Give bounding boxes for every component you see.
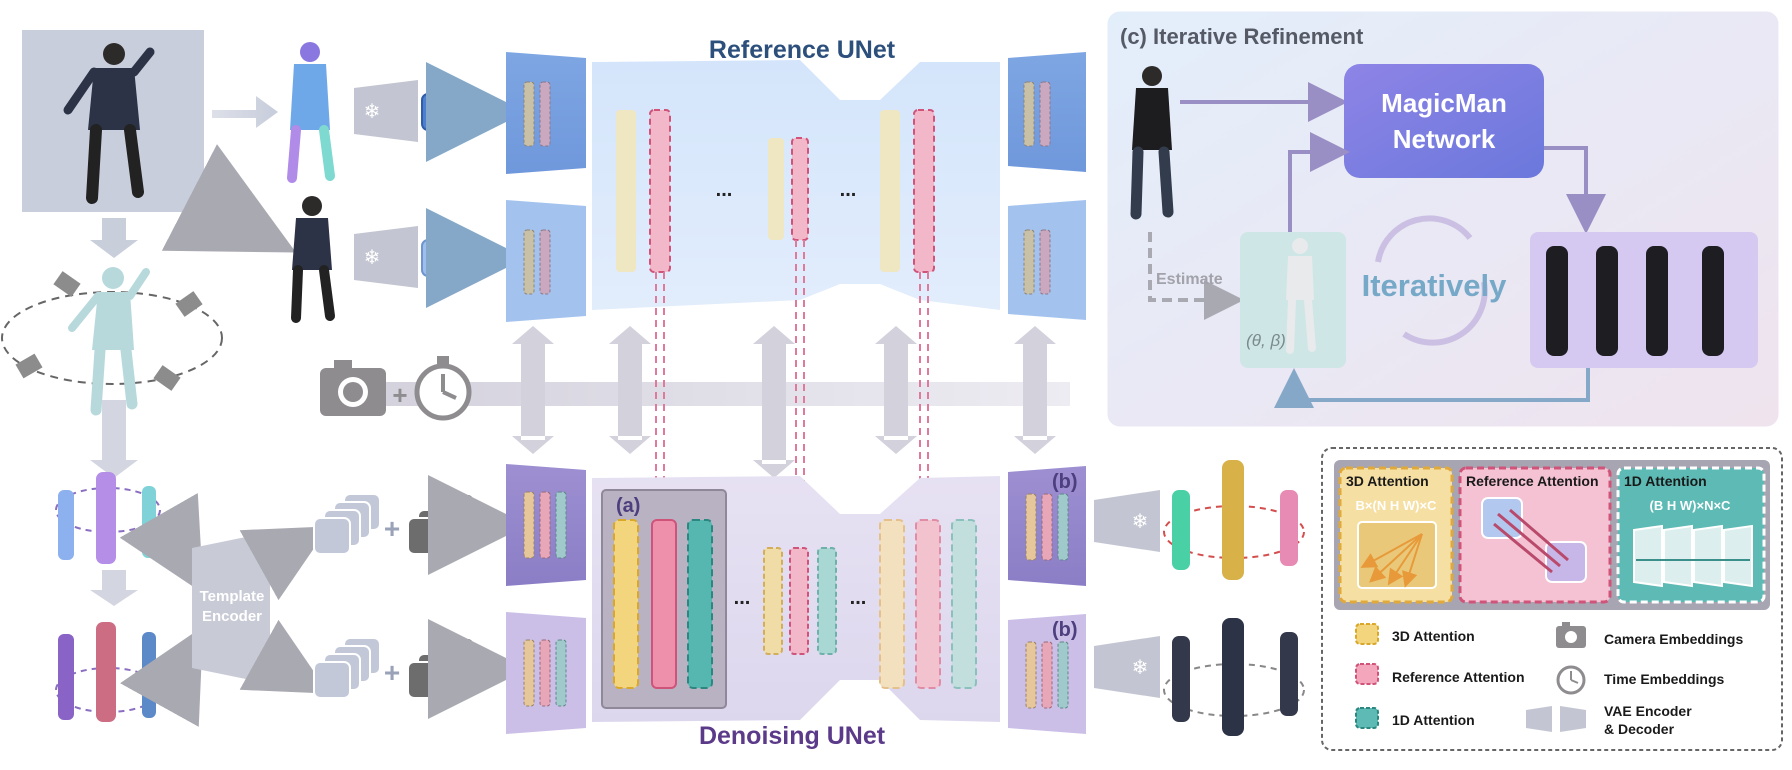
attn1d-card-shape: (B H W)×N×C	[1650, 498, 1732, 513]
den-input-block-bottom	[506, 612, 586, 734]
legend-time-embeddings: Time Embeddings	[1604, 671, 1725, 687]
ellipsis-ref-left: ...	[716, 179, 733, 201]
network-label-1: MagicMan	[1381, 88, 1507, 118]
legend-vae-1: VAE Encoder	[1604, 703, 1692, 719]
smpl-mesh-icon	[1286, 238, 1316, 354]
marker-b-top: (b)	[1052, 471, 1078, 493]
noise-stack-bottom	[407, 637, 475, 699]
estimate-label: Estimate	[1156, 271, 1223, 288]
refined-output-figures	[1546, 246, 1724, 356]
ellipsis-ref-right: ...	[840, 179, 857, 201]
vae-encoder-top	[354, 80, 418, 142]
attn1d-card-title: 1D Attention	[1624, 473, 1707, 489]
svg-text:+: +	[384, 513, 400, 544]
vae-decoder-top	[1094, 490, 1160, 552]
stopwatch-icon	[414, 356, 472, 421]
output-normal-figures	[1172, 460, 1298, 580]
smpl-params-label: (θ, β)	[1246, 331, 1286, 350]
legend-ref-attention: Reference Attention	[1392, 669, 1525, 685]
legend-1d-attention: 1D Attention	[1392, 712, 1475, 728]
ellipsis-den-right: ...	[850, 587, 867, 609]
snowflake-icon: ❄	[1132, 657, 1149, 679]
ref-unet-blocks	[616, 109, 935, 273]
latent-stack-top	[313, 493, 381, 555]
smpl-mesh-icon	[68, 267, 150, 416]
smpl-down-arrow	[90, 400, 138, 478]
ref-attn-card-title: Reference Attention	[1466, 473, 1599, 489]
refinement-title: (c) Iterative Refinement	[1120, 24, 1364, 49]
marker-a: (a)	[616, 495, 640, 517]
vae-icon	[1526, 706, 1586, 732]
denoising-unet-title: Denoising UNet	[699, 722, 886, 750]
stopwatch-icon	[1556, 665, 1586, 695]
template-encoder-label-1: Template	[200, 588, 265, 605]
legend-3d-attention: 3D Attention	[1392, 628, 1475, 644]
normal-map-figures	[58, 472, 156, 564]
camera-icon	[1556, 622, 1586, 648]
camera-icon	[320, 360, 386, 416]
attn3d-card-title: 3D Attention	[1346, 473, 1429, 489]
ellipsis-den-left: ...	[734, 587, 751, 609]
marker-b-bottom: (b)	[1052, 619, 1078, 641]
legend-swatch-3d	[1355, 623, 1379, 645]
snowflake-icon: ❄	[1132, 511, 1149, 533]
refined-outputs-box	[1530, 232, 1758, 368]
reference-unet-title: Reference UNet	[709, 36, 896, 64]
snowflake-icon: ❄	[364, 101, 381, 123]
rgb-reference	[291, 196, 335, 323]
output-rgb-figures	[1172, 618, 1298, 736]
snowflake-icon: ❄	[364, 247, 381, 269]
magicman-network	[1344, 64, 1544, 178]
legend-swatch-ref	[1355, 663, 1379, 685]
vae-decoder-bottom	[1094, 636, 1160, 698]
ref-input-block-top	[506, 52, 586, 174]
den-input-block-top	[506, 464, 586, 586]
vae-encoder-mid	[354, 226, 418, 288]
noise-stack-top	[407, 493, 475, 555]
iteratively-label: Iteratively	[1362, 268, 1508, 303]
refinement-person-figure-icon	[1130, 66, 1174, 220]
legend-vae-2: & Decoder	[1604, 721, 1675, 737]
input-down-arrow	[90, 218, 138, 258]
network-label-2: Network	[1393, 124, 1496, 154]
ref-input-block-bottom	[506, 200, 586, 322]
embedding-arrows	[512, 326, 1056, 478]
svg-text:+: +	[392, 380, 407, 410]
latent-stack-bottom	[313, 637, 381, 699]
refresh-cycle-icon	[1375, 215, 1488, 346]
attn3d-card-shape: B×(N H W)×C	[1356, 498, 1438, 513]
legend-swatch-1d	[1355, 707, 1379, 729]
input-person-figure-icon	[63, 43, 155, 204]
legend-camera-embeddings: Camera Embeddings	[1604, 631, 1743, 647]
virtual-camera-icons	[15, 271, 203, 391]
normal-map-reference	[287, 42, 335, 183]
template-encoder-label-2: Encoder	[202, 608, 262, 625]
svg-text:+: +	[384, 657, 400, 688]
den-unet-blocks	[613, 519, 977, 689]
